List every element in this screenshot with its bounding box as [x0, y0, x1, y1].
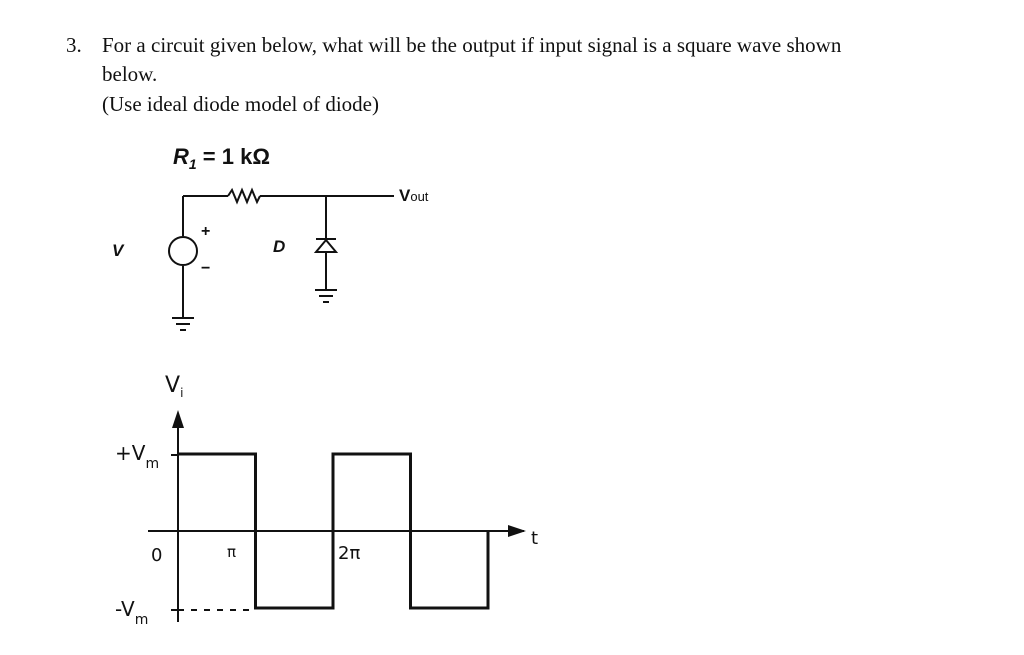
neg-vm-label: -Vm — [115, 597, 148, 628]
waveform-axes — [148, 410, 526, 622]
question-text-line-2: below. — [102, 62, 158, 86]
square-wave-signal — [178, 452, 490, 610]
circuit-diagram — [168, 187, 394, 331]
question-text-line-1: For a circuit given below, what will be … — [102, 33, 842, 57]
question-text-line-3: (Use ideal diode model of diode) — [102, 92, 379, 116]
output-label: Vout — [399, 186, 429, 205]
origin-label: 0 — [151, 545, 162, 566]
pos-vm-label: +Vm — [115, 441, 159, 472]
question-number: 3. — [66, 33, 82, 57]
source-minus-sign: − — [201, 260, 210, 277]
two-pi-tick-label: 2π — [338, 543, 360, 564]
pi-tick-label: π — [227, 543, 236, 561]
diode-label: D — [273, 237, 285, 256]
waveform-y-label: Vi — [165, 373, 183, 400]
diode-triangle — [313, 238, 339, 253]
source-plus-sign: + — [201, 223, 210, 240]
resistor-label: R1 = 1 kΩ — [173, 144, 270, 172]
resistor-zigzag — [227, 187, 261, 205]
source-label: V — [112, 241, 125, 260]
voltage-source-circle — [168, 236, 198, 266]
question-block: 3. For a circuit given below, what will … — [0, 0, 1024, 130]
x-axis-arrow — [508, 525, 526, 537]
y-axis-arrow — [172, 410, 184, 428]
time-axis-label: t — [531, 528, 538, 549]
